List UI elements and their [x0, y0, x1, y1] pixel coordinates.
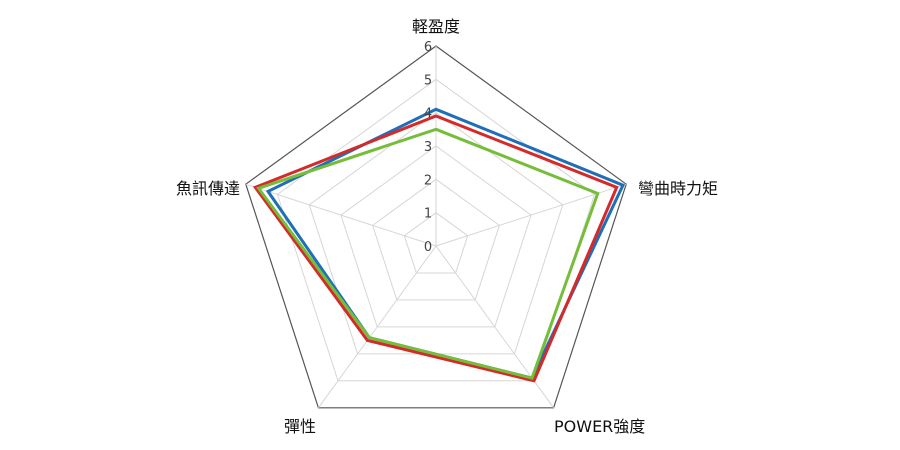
- axis-label-bending-moment: 彎曲時力矩: [638, 179, 718, 198]
- tick-label: 4: [424, 107, 432, 122]
- axis-label-elasticity: 彈性: [284, 417, 316, 436]
- axis-spoke: [317, 245, 437, 409]
- axis-spoke: [245, 183, 437, 247]
- tick-label: 6: [424, 40, 432, 55]
- axis-labels: 軽盈度 彎曲時力矩 POWER強度 彈性 魚訊傳達: [176, 17, 718, 436]
- series-line-3: [256, 127, 600, 380]
- tick-label: 1: [424, 207, 432, 222]
- axis-label-lightness: 軽盈度: [412, 17, 460, 36]
- tick-label: 0: [424, 240, 432, 255]
- grid-ring: [245, 45, 627, 409]
- series-line-1: [265, 107, 626, 380]
- grid-ring: [403, 212, 469, 274]
- axis-spoke: [435, 183, 627, 247]
- axis-label-signal-transmission: 魚訊傳達: [176, 179, 240, 198]
- series-line-2: [252, 114, 619, 383]
- radial-tick-labels: 0 1 2 3 4 5 6: [424, 40, 432, 255]
- grid-ring: [340, 145, 532, 328]
- axis-label-power-strength: POWER強度: [554, 417, 645, 436]
- grid-ring: [372, 178, 500, 301]
- radar-series: [252, 107, 626, 383]
- tick-label: 2: [424, 173, 432, 188]
- tick-label: 3: [424, 140, 432, 155]
- radar-grid: [245, 45, 627, 409]
- tick-label: 5: [424, 73, 432, 88]
